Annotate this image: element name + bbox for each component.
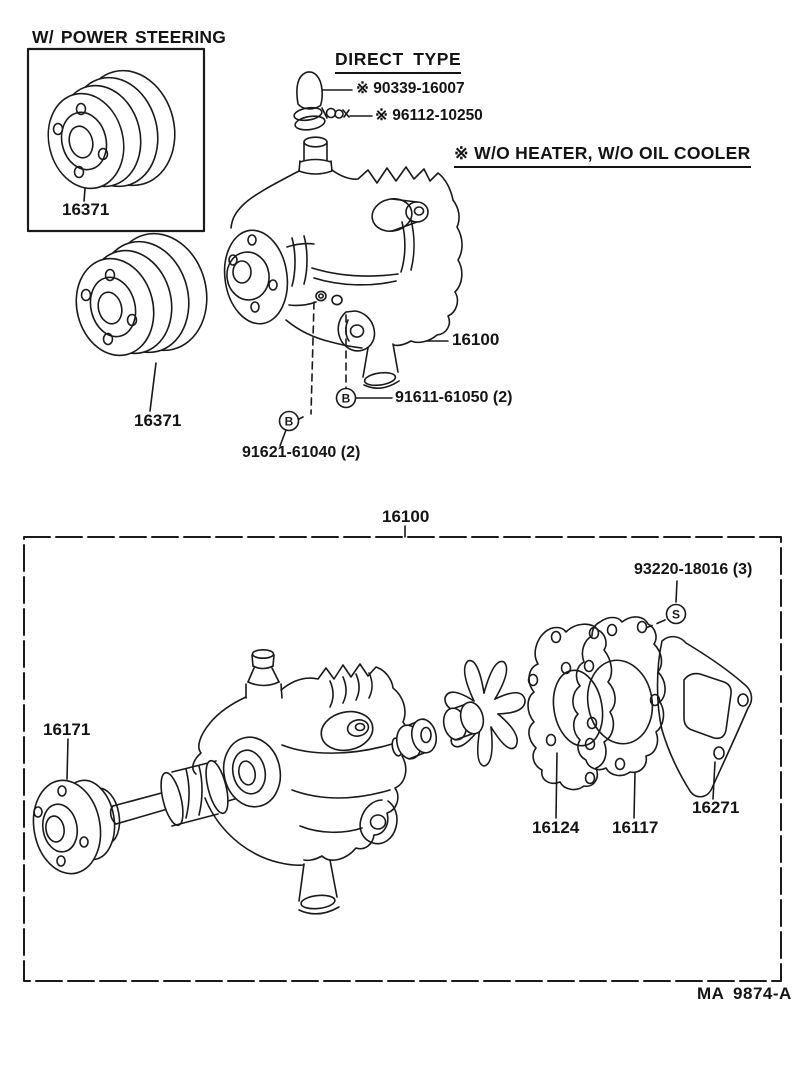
pump-plate-drawing <box>572 616 666 819</box>
direct-type-title: DIRECT TYPE <box>335 50 462 74</box>
plate-part-label: 16117 <box>612 818 659 837</box>
clamp-part-label: ※ 96112-10250 <box>375 107 483 124</box>
flange-part-label: 16171 <box>43 720 91 739</box>
pulley-standard-drawing <box>75 232 208 412</box>
screw-marker-s <box>646 580 687 629</box>
bolt-marker-b2-letter: B <box>285 415 294 429</box>
outlet-gasket-part-label: 16271 <box>692 798 740 817</box>
pump-assembly-label: 16100 <box>452 330 500 349</box>
cap-drawing <box>296 71 353 110</box>
bolt-upper-label: 91611-61050 (2) <box>395 389 513 406</box>
hose-clamp-drawing <box>293 106 373 131</box>
bolt-marker-b1-letter: B <box>342 392 351 406</box>
bolt-lower-label: 91621-61040 (2) <box>242 444 361 461</box>
fan-pulley-flange-drawing <box>32 738 121 875</box>
figure-code: MA 9874-A <box>697 984 792 1003</box>
pulley-power-steering-label: 16371 <box>62 200 110 219</box>
water-pump-assembly-drawing <box>223 136 463 421</box>
screw-part-label: 93220-18016 (3) <box>634 561 753 578</box>
outlet-gasket-drawing <box>656 635 753 800</box>
cap-part-label: ※ 90339-16007 <box>356 80 465 97</box>
power-steering-box-frame <box>26 47 206 233</box>
screw-marker-s-letter: S <box>672 608 680 622</box>
bolt-marker-b1 <box>335 387 393 409</box>
water-pump-body-drawing <box>192 648 410 915</box>
bolt-marker-b2 <box>278 410 300 447</box>
impeller-drawing <box>442 659 526 767</box>
exploded-view-box-frame <box>23 536 782 982</box>
pulley-power-steering-drawing <box>47 69 176 202</box>
gasket-part-label: 16124 <box>532 818 580 837</box>
note-label: ※ W/O HEATER, W/O OIL COOLER <box>454 144 751 168</box>
pump-gasket-drawing <box>527 623 616 819</box>
exploded-box-label: 16100 <box>382 507 430 526</box>
pump-seal-drawing <box>391 718 438 760</box>
pulley-standard-label: 16371 <box>134 411 182 430</box>
power-steering-title: W/ POWER STEERING <box>32 27 227 47</box>
